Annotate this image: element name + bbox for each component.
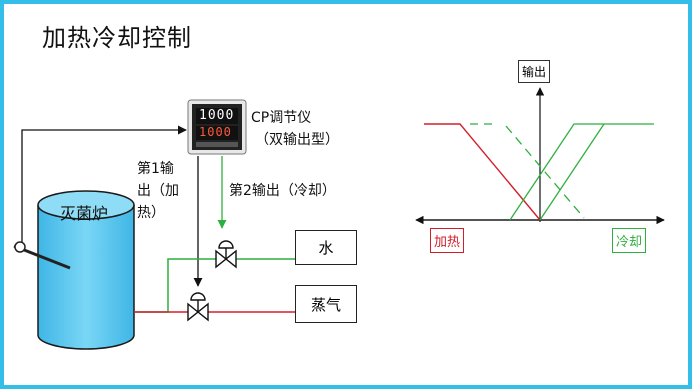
controller-device	[187, 99, 247, 155]
graph-cool-label: 冷却	[612, 228, 647, 253]
controller-name: CP调节仪	[251, 110, 312, 126]
controller-display-top: 1000	[199, 108, 235, 123]
graph-heat-label: 加热	[430, 228, 465, 253]
steam-valve	[187, 292, 209, 322]
steam-box: 蒸气	[295, 285, 357, 323]
output-graph	[415, 87, 665, 225]
furnace-cylinder	[37, 190, 135, 350]
furnace-label: 灭菌炉	[60, 204, 109, 223]
output2-label: 第2输出（冷却）	[229, 183, 336, 199]
graph-output-label: 输出	[518, 60, 551, 83]
cool-curve-solid-1	[509, 123, 654, 221]
feedback-line	[21, 125, 187, 242]
output1-label: 第1输出（加热）	[137, 161, 179, 221]
controller-type: （双输出型）	[255, 132, 339, 148]
controller-display-bottom: 1000	[199, 125, 232, 139]
page-title: 加热冷却控制	[42, 24, 192, 52]
cool-curve-solid-2	[539, 123, 605, 221]
cool-curve-dashed-diag	[505, 125, 585, 219]
heat-curve	[424, 123, 541, 221]
water-valve	[215, 240, 237, 269]
temperature-sensor	[13, 241, 71, 270]
water-pipe	[134, 258, 295, 313]
water-box: 水	[295, 230, 357, 265]
